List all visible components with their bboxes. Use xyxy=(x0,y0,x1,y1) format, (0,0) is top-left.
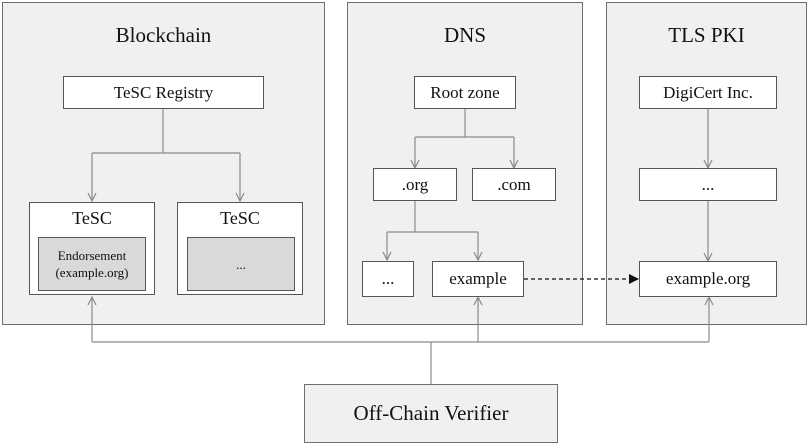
example-org-cert-label: example.org xyxy=(665,269,751,288)
tesc-right-box: TeSC ... xyxy=(177,202,303,295)
com-box: .com xyxy=(472,168,556,201)
root-zone-label: Root zone xyxy=(430,82,500,102)
example-box: example xyxy=(432,261,524,297)
tesc-left-title: TeSC xyxy=(72,208,112,228)
root-zone-box: Root zone xyxy=(414,76,516,109)
tesc-registry-box: TeSC Registry xyxy=(63,76,264,109)
digicert-label: DigiCert Inc. xyxy=(663,82,753,102)
dns-ellipsis-label: ... xyxy=(381,269,395,288)
com-label: .com xyxy=(497,174,531,194)
example-org-cert-box: example.org xyxy=(639,261,777,297)
tls-ellipsis-box: ... xyxy=(639,168,777,201)
off-chain-verifier-label: Off-Chain Verifier xyxy=(353,401,509,425)
tesc-right-inner-box: ... xyxy=(187,237,295,291)
blockchain-panel-title: Blockchain xyxy=(115,23,212,47)
tesc-registry-label: TeSC Registry xyxy=(113,82,214,102)
endorsement-label: Endorsement xyxy=(57,248,127,263)
dns-ellipsis-box: ... xyxy=(362,261,414,297)
tesc-right-inner-label: ... xyxy=(236,256,246,272)
endorsement-box: Endorsement (example.org) xyxy=(38,237,146,291)
dns-panel-title: DNS xyxy=(443,23,486,47)
tls-panel-title: TLS PKI xyxy=(668,23,745,47)
digicert-box: DigiCert Inc. xyxy=(639,76,777,109)
tesc-right-title: TeSC xyxy=(220,208,260,228)
endorsement-domain: (example.org) xyxy=(55,265,129,280)
off-chain-verifier-box: Off-Chain Verifier xyxy=(304,384,558,443)
org-box: .org xyxy=(373,168,457,201)
org-label: .org xyxy=(401,174,429,194)
tls-ellipsis-label: ... xyxy=(701,174,715,194)
example-label: example xyxy=(449,269,507,288)
tesc-left-box: TeSC Endorsement (example.org) xyxy=(29,202,155,295)
